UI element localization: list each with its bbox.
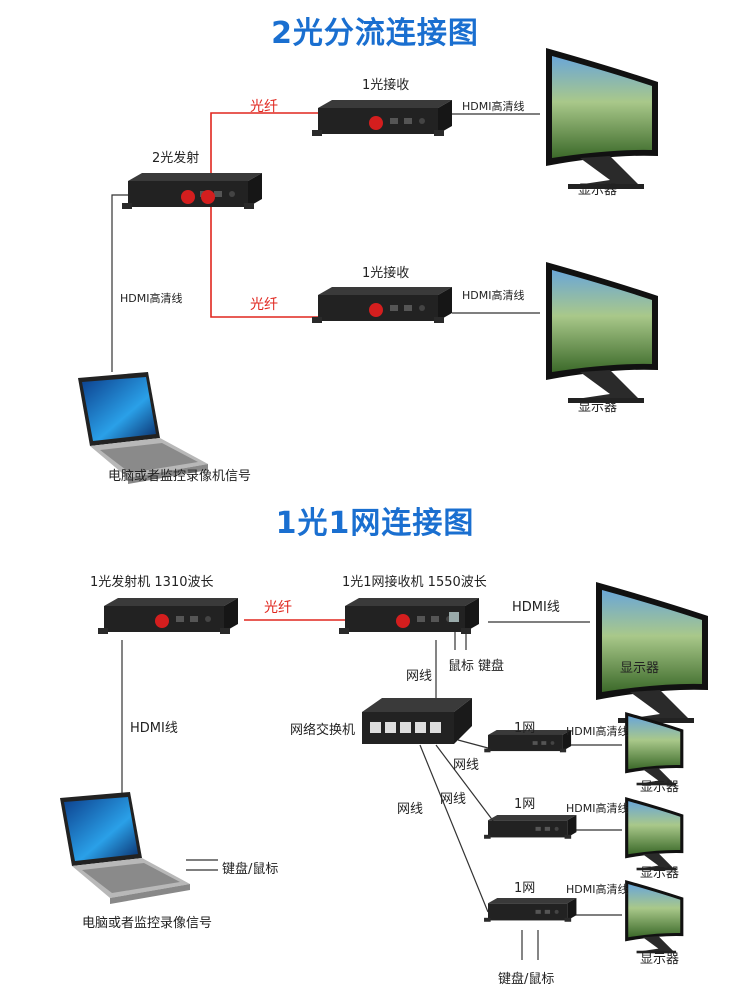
net-cable-1-label: 网线 — [453, 758, 480, 773]
keyboard-label: 键盘 — [478, 659, 505, 674]
fiber-a-label: 光纤 — [250, 99, 278, 115]
network-receiver-icon — [484, 815, 577, 839]
display-a-label: 显示器 — [578, 183, 618, 198]
monitor-icon — [625, 797, 684, 871]
fiber-transmitter-icon — [122, 173, 262, 209]
monitor-icon — [596, 582, 708, 723]
net-cable-node2 — [435, 744, 501, 831]
receiver-b-label: 1光接收 — [362, 266, 410, 281]
node2-hdmi-label: HDMI高清线 — [566, 802, 629, 815]
net-cable-node1 — [457, 739, 489, 749]
laptop-kbm-label: 键盘/鼠标 — [222, 862, 279, 877]
net-cable-node3 — [419, 744, 489, 913]
s2-fiber-label: 光纤 — [264, 600, 292, 616]
s2-hdmi-main-label: HDMI线 — [512, 600, 560, 615]
net-cable-top-label: 网线 — [406, 669, 433, 684]
fiber-transmitter-icon — [98, 598, 238, 634]
node2-display-label: 显示器 — [640, 866, 680, 881]
s2-receiver-label: 1光1网接收机 1550波长 — [342, 575, 487, 590]
hdmi-b-label: HDMI高清线 — [462, 289, 525, 302]
s2-transmitter-label: 1光发射机 1310波长 — [90, 575, 214, 590]
fiber-cable-bottom — [210, 197, 318, 318]
hdmi-a-label: HDMI高清线 — [462, 100, 525, 113]
fiber-receiver-icon — [339, 598, 479, 634]
network-switch-icon — [362, 698, 472, 744]
transmitter-label: 2光发射 — [152, 151, 200, 166]
display-main-label: 显示器 — [620, 661, 660, 676]
monitor-icon — [546, 48, 658, 189]
fiber-receiver-icon — [312, 100, 452, 136]
fiber-cable-top — [210, 112, 318, 197]
node3-hdmi-label: HDMI高清线 — [566, 883, 629, 896]
node3-label: 1网 — [514, 881, 536, 896]
node1-hdmi-label: HDMI高清线 — [566, 725, 629, 738]
section2-title: 1光1网连接图 — [275, 506, 475, 541]
network-receiver-icon — [484, 898, 577, 922]
switch-label: 网络交换机 — [290, 723, 356, 738]
fiber-receiver-icon — [312, 287, 452, 323]
node1-display-label: 显示器 — [640, 780, 680, 795]
s2-hdmi-src-label: HDMI线 — [130, 721, 178, 736]
net-cable-3-label: 网线 — [397, 802, 424, 817]
monitor-icon — [625, 880, 684, 954]
hdmi-src-label: HDMI高清线 — [120, 292, 183, 305]
net-cable-2-label: 网线 — [440, 792, 467, 807]
hdmi-cable-source — [111, 194, 128, 372]
monitor-icon — [546, 262, 658, 403]
node3-display-label: 显示器 — [640, 952, 680, 967]
node3-kbm-label: 键盘/鼠标 — [498, 972, 555, 987]
laptop-icon — [60, 792, 190, 904]
source-label: 电脑或者监控录像机信号 — [108, 469, 252, 484]
receiver-a-label: 1光接收 — [362, 78, 410, 93]
s2-source-label: 电脑或者监控录像信号 — [82, 916, 213, 931]
fiber-b-label: 光纤 — [250, 297, 278, 313]
node1-label: 1网 — [514, 721, 536, 736]
section1-title: 2光分流连接图 — [271, 16, 479, 51]
display-b-label: 显示器 — [578, 400, 618, 415]
node2-label: 1网 — [514, 797, 536, 812]
mouse-label: 鼠标 — [448, 659, 475, 674]
